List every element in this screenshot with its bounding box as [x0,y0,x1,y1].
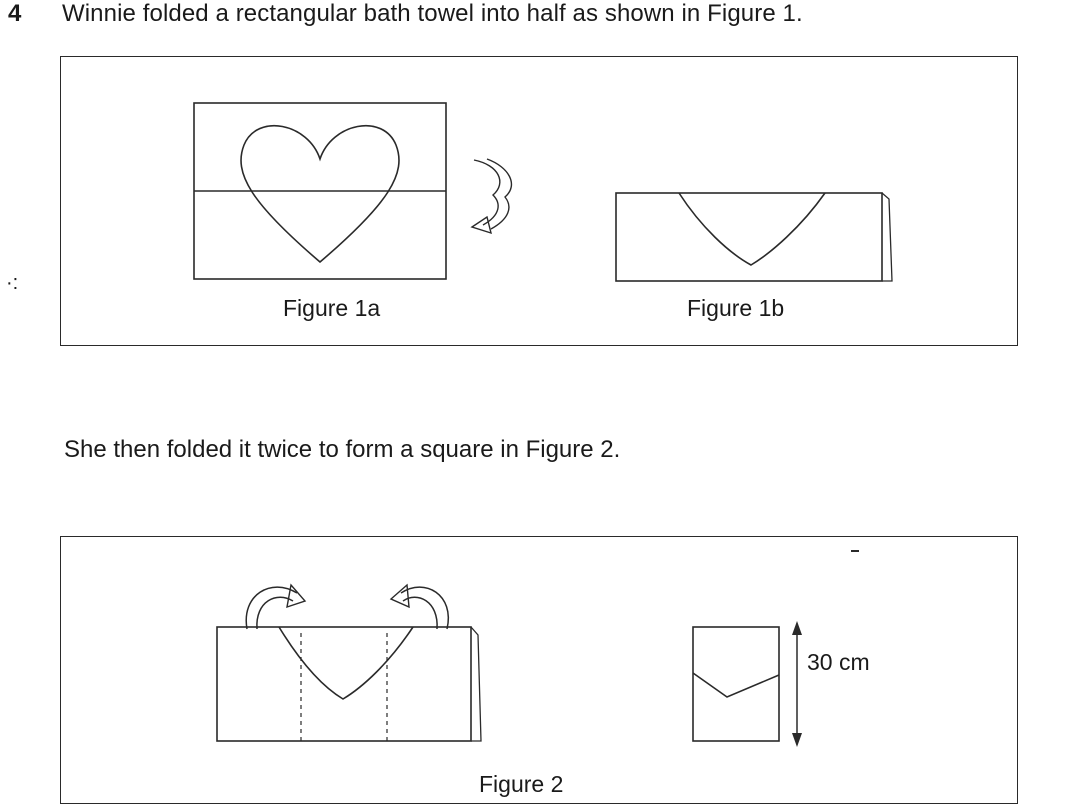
square-towel [692,626,780,742]
figure-1-panel: Figure 1a Figure 1b [60,56,1018,346]
stray-mark: ·: [6,272,19,294]
caption-figure-1b: Figure 1b [687,295,785,321]
caption-figure-1a: Figure 1a [283,295,381,321]
heart-half-2 [278,626,414,700]
question-text-2: She then folded it twice to form a squar… [64,436,621,463]
dimension-label: 30 cm [807,649,870,675]
heart-half-1b [678,192,826,266]
question-text-1: Winnie folded a rectangular bath towel i… [62,0,803,27]
question-number: 4 [8,0,22,27]
fold-arrow [473,159,501,226]
figure-2-panel: 30 cm Figure 2 [60,536,1018,804]
towel-1b [615,192,883,282]
right-fold-arrow [400,586,450,630]
figure-2-drawing [216,550,859,747]
towel-2-edge [470,626,482,742]
left-fold-arrow [245,586,298,630]
heart-1a [240,124,400,264]
caption-figure-2: Figure 2 [479,771,564,797]
square-heart-tip [692,672,780,698]
figure-1-drawing [193,102,893,282]
towel-1b-edge [881,192,893,282]
towel-2 [216,626,472,742]
